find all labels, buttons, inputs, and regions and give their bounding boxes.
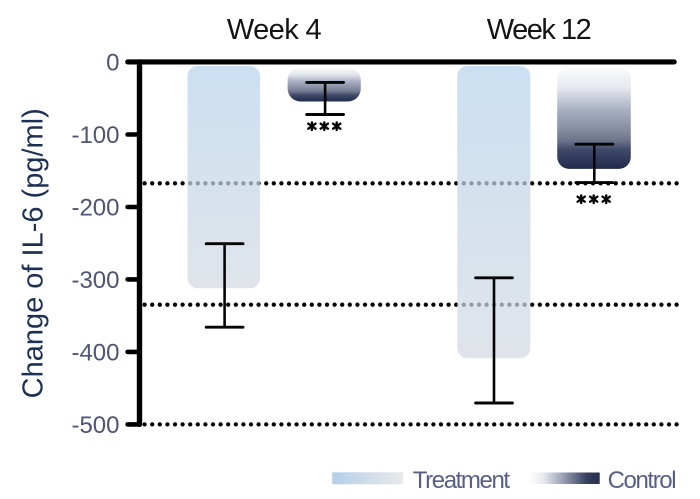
svg-text:-100: -100 (71, 122, 119, 149)
svg-text:Change of IL-6 (pg/ml): Change of IL-6 (pg/ml) (18, 108, 50, 398)
svg-text:-300: -300 (71, 267, 119, 294)
svg-text:-400: -400 (71, 339, 119, 366)
svg-text:-500: -500 (71, 412, 119, 439)
svg-text:Control: Control (608, 467, 676, 494)
svg-text:Treatment: Treatment (413, 467, 511, 494)
svg-text:Week 12: Week 12 (487, 14, 591, 46)
svg-text:Week 4: Week 4 (227, 14, 322, 46)
svg-text:-200: -200 (71, 195, 119, 222)
svg-text:0: 0 (106, 50, 119, 77)
